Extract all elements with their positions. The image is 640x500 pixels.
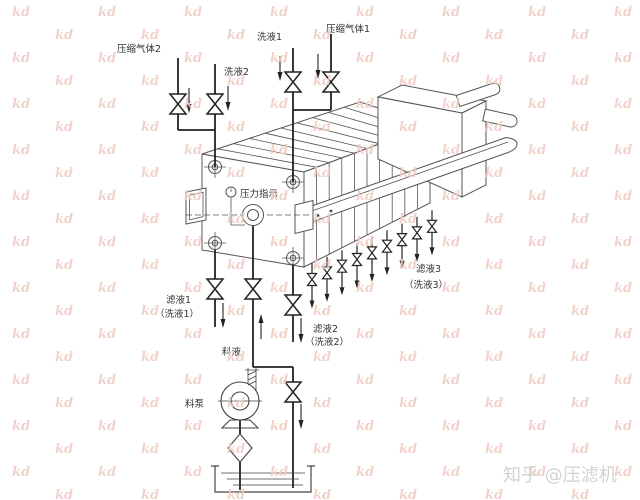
zhihu-credit-watermark: 知乎 @压滤机 [503,465,617,486]
